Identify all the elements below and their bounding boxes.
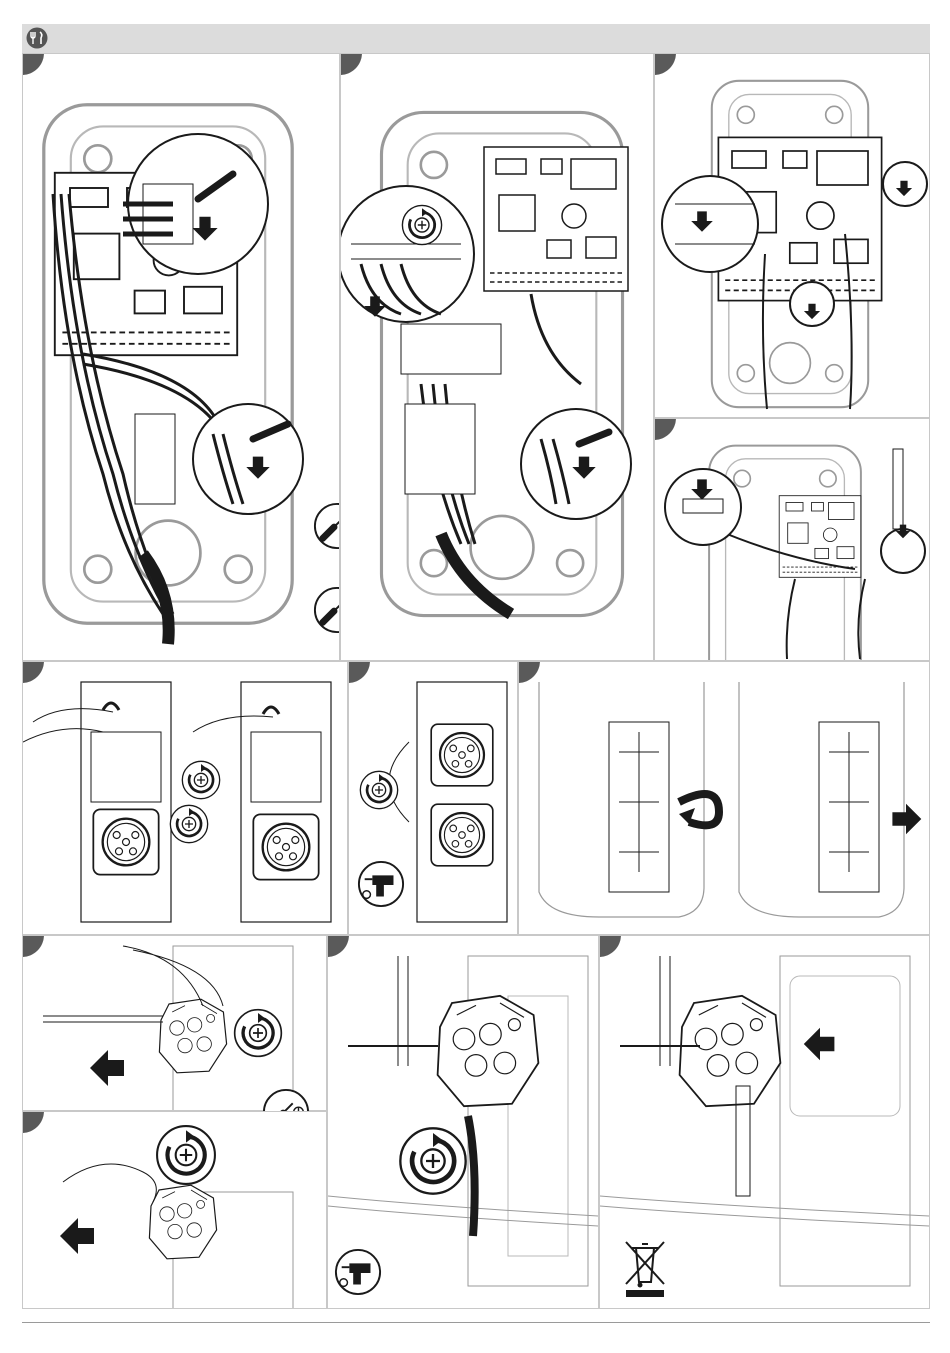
header-bar [22, 24, 930, 53]
step-panel-2 [340, 53, 654, 661]
phillips-screwdriver-icon [313, 586, 340, 634]
module-rotate [519, 662, 930, 935]
step-panel-3 [654, 53, 930, 418]
connector-unplug [655, 54, 930, 418]
wiring-closeup [341, 54, 654, 661]
step-panel-11 [599, 935, 930, 1309]
drill-icon [357, 860, 405, 908]
footer-rule [22, 1322, 930, 1323]
wiring-closeup [23, 54, 340, 661]
step-panel-6 [348, 661, 518, 935]
step-panel-5 [22, 661, 348, 935]
weee-recycle-icon [622, 1238, 668, 1300]
drill-icon [334, 1248, 382, 1296]
tools-icon [26, 27, 48, 49]
connector-unplug [655, 419, 930, 661]
module-pull [23, 936, 327, 1111]
step-panel-1 [22, 53, 340, 661]
flathead-screwdriver-icon [313, 502, 340, 550]
module-pull [23, 1112, 327, 1309]
step-panel-9 [22, 1111, 327, 1309]
step-panel-10 [327, 935, 599, 1309]
socket-unscrew [23, 662, 348, 935]
step-panel-4 [654, 418, 930, 661]
step-panel-8 [22, 935, 327, 1111]
step-panel-7 [518, 661, 930, 935]
